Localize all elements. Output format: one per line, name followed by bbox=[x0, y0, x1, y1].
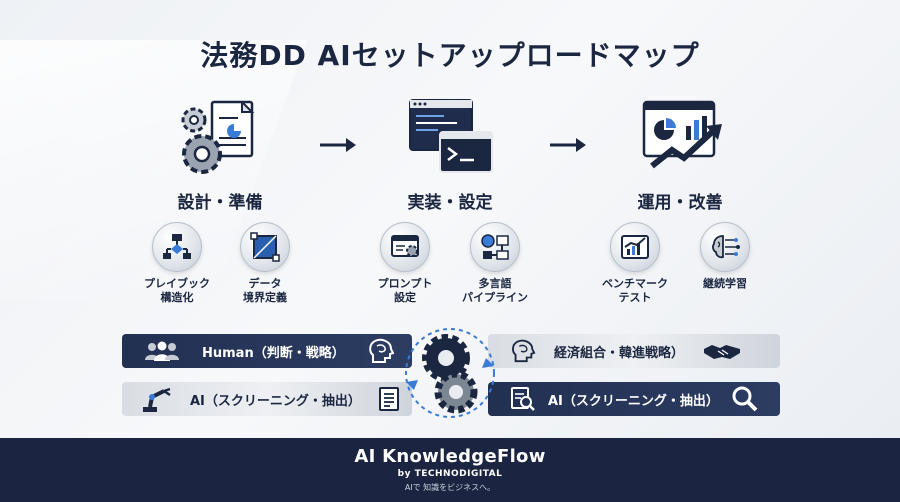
head-brain-icon bbox=[512, 339, 536, 363]
phase-operation: 運用・改善 bbox=[590, 96, 770, 213]
phase-design: 設計・準備 bbox=[130, 96, 310, 213]
document-search-icon bbox=[511, 387, 535, 411]
phase-title: 実装・設定 bbox=[407, 193, 493, 213]
sub-item-continuous-learning: 継続学習 bbox=[670, 222, 780, 291]
handshake-icon bbox=[704, 345, 741, 359]
brain-circuit-icon bbox=[712, 235, 740, 259]
robot-arm-icon bbox=[143, 387, 171, 412]
brand-tagline: AIで 知識をビジネスへ。 bbox=[404, 483, 496, 492]
sub-item-multilingual-pipeline: 多言語パイプライン bbox=[440, 222, 550, 305]
phase-implementation: 実装・設定 bbox=[360, 96, 540, 213]
brand-company: by TECHNODIGITAL bbox=[397, 469, 503, 479]
band-ai-right: AI（スクリーニング・抽出） bbox=[488, 382, 780, 416]
phase-title: 運用・改善 bbox=[637, 193, 723, 213]
band-human-left: Human（判断・戦略） bbox=[122, 334, 412, 368]
central-gears-icon bbox=[405, 328, 495, 418]
arrow-right-icon bbox=[550, 138, 586, 152]
people-icon bbox=[145, 341, 179, 361]
benchmark-chart-icon bbox=[621, 235, 649, 259]
gears-document-icon bbox=[181, 100, 255, 174]
analytics-growth-icon bbox=[642, 100, 722, 169]
sub-item-benchmark: ベンチマークテスト bbox=[580, 222, 690, 305]
pipeline-icon bbox=[481, 234, 509, 260]
sub-item-data-boundary: データ境界定義 bbox=[210, 222, 320, 305]
boundary-square-icon bbox=[250, 232, 280, 262]
magnifier-icon bbox=[732, 386, 758, 412]
flowchart-icon bbox=[163, 234, 191, 259]
phase-title: 設計・準備 bbox=[177, 193, 263, 213]
head-brain-icon bbox=[368, 338, 395, 363]
arrow-right-icon bbox=[320, 138, 356, 152]
document-icon bbox=[378, 387, 399, 411]
page-title: 法務DD AIセットアップロードマップ bbox=[200, 39, 700, 72]
settings-window-icon bbox=[391, 235, 419, 257]
band-human-right: 経済組合・韓進戦略） bbox=[488, 334, 780, 368]
footer-brand: AI KnowledgeFlow by TECHNODIGITAL AIで 知識… bbox=[0, 438, 900, 502]
brand-name: AI KnowledgeFlow bbox=[354, 446, 546, 467]
sub-item-playbook: プレイブック構造化 bbox=[122, 222, 232, 305]
band-ai-left: AI（スクリーニング・抽出） bbox=[122, 382, 412, 416]
sub-item-prompt-settings: プロンプト設定 bbox=[350, 222, 460, 305]
code-terminal-icon bbox=[409, 99, 493, 173]
